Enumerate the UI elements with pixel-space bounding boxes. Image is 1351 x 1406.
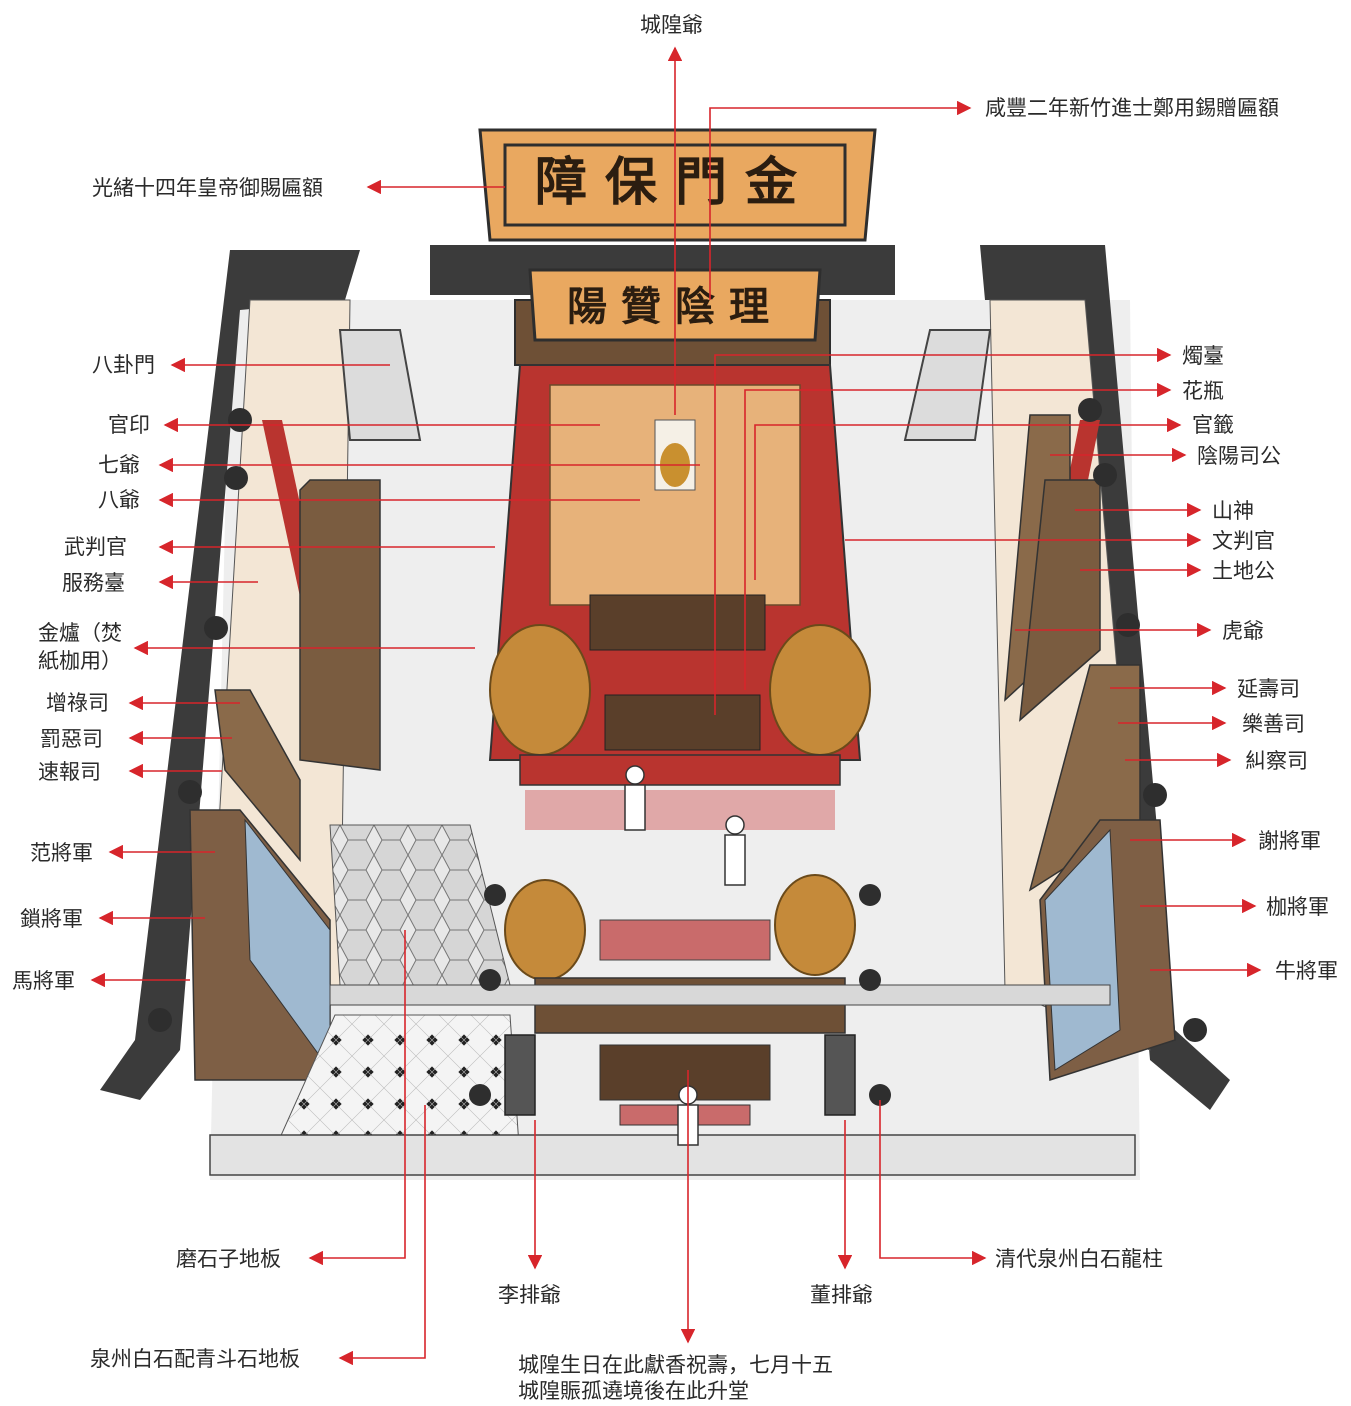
label-chenghuang: 城隍爺 xyxy=(640,13,703,37)
outer-plaque-text: 障保門金 xyxy=(535,152,815,213)
label-jiucha: 糾察司 xyxy=(1245,749,1308,773)
label-general-xie: 謝將軍 xyxy=(1258,829,1321,853)
label-tiger-lord: 虎爺 xyxy=(1222,619,1264,643)
label-mountain-god: 山神 xyxy=(1212,499,1254,523)
label-guangxu-plaque: 光緒十四年皇帝御賜匾額 xyxy=(92,176,323,200)
label-earth-god: 土地公 xyxy=(1212,559,1275,583)
left-wall xyxy=(100,250,360,1100)
label-quanzhou-floor: 泉州白石配青斗石地板 xyxy=(90,1347,300,1371)
guardian-statues xyxy=(504,1034,856,1116)
label-general-niu: 牛將軍 xyxy=(1275,959,1338,983)
label-terrazzo-floor: 磨石子地板 xyxy=(176,1247,281,1271)
label-gold-furnace-1: 金爐（焚 xyxy=(38,621,122,645)
outer-plaque xyxy=(478,128,877,242)
inner-plaque-text: 陽贊陰理 xyxy=(567,283,783,330)
label-zenglu: 增祿司 xyxy=(46,691,109,715)
label-general-jia: 枷將軍 xyxy=(1266,895,1329,919)
label-general-ma: 馬將軍 xyxy=(12,969,75,993)
label-xianfeng-plaque: 咸豐二年新竹進士鄭用錫贈匾額 xyxy=(985,96,1279,120)
label-fae: 罰惡司 xyxy=(40,727,103,751)
label-li-paiye: 李排爺 xyxy=(498,1283,561,1307)
label-dong-paiye: 董排爺 xyxy=(810,1283,873,1307)
label-vase: 花瓶 xyxy=(1182,379,1224,403)
label-yinyang: 陰陽司公 xyxy=(1197,444,1281,468)
label-baye: 八爺 xyxy=(98,488,140,512)
incense-coil-left xyxy=(489,624,591,756)
label-bagua-door: 八卦門 xyxy=(92,353,155,377)
label-civil-judge: 文判官 xyxy=(1212,529,1275,553)
label-candlestick: 燭臺 xyxy=(1182,344,1224,368)
label-gold-furnace-2: 紙枷用） xyxy=(38,649,122,673)
label-qiye: 七爺 xyxy=(98,453,140,477)
label-general-suo: 鎖將軍 xyxy=(20,907,83,931)
right-wall xyxy=(980,245,1230,1110)
label-subao: 速報司 xyxy=(38,760,101,784)
label-dragon-pillar: 清代泉州白石龍柱 xyxy=(995,1247,1163,1271)
label-bottom-note-1: 城隍生日在此獻香祝壽，七月十五 xyxy=(518,1353,833,1377)
label-bottom-note-2: 城隍賑孤遶境後在此升堂 xyxy=(518,1379,749,1403)
label-military-judge: 武判官 xyxy=(64,535,127,559)
label-yanshou: 延壽司 xyxy=(1237,677,1300,701)
incense-coil-right xyxy=(769,624,871,756)
label-divination-sticks: 官籤 xyxy=(1192,413,1234,437)
shrine-interior xyxy=(549,384,801,606)
label-leshan: 樂善司 xyxy=(1242,712,1305,736)
label-general-fan: 范將軍 xyxy=(30,841,93,865)
label-official-seal: 官印 xyxy=(108,413,150,437)
service-counter xyxy=(299,479,381,771)
label-service-desk: 服務臺 xyxy=(62,571,125,595)
leader-lines xyxy=(90,46,1262,1366)
